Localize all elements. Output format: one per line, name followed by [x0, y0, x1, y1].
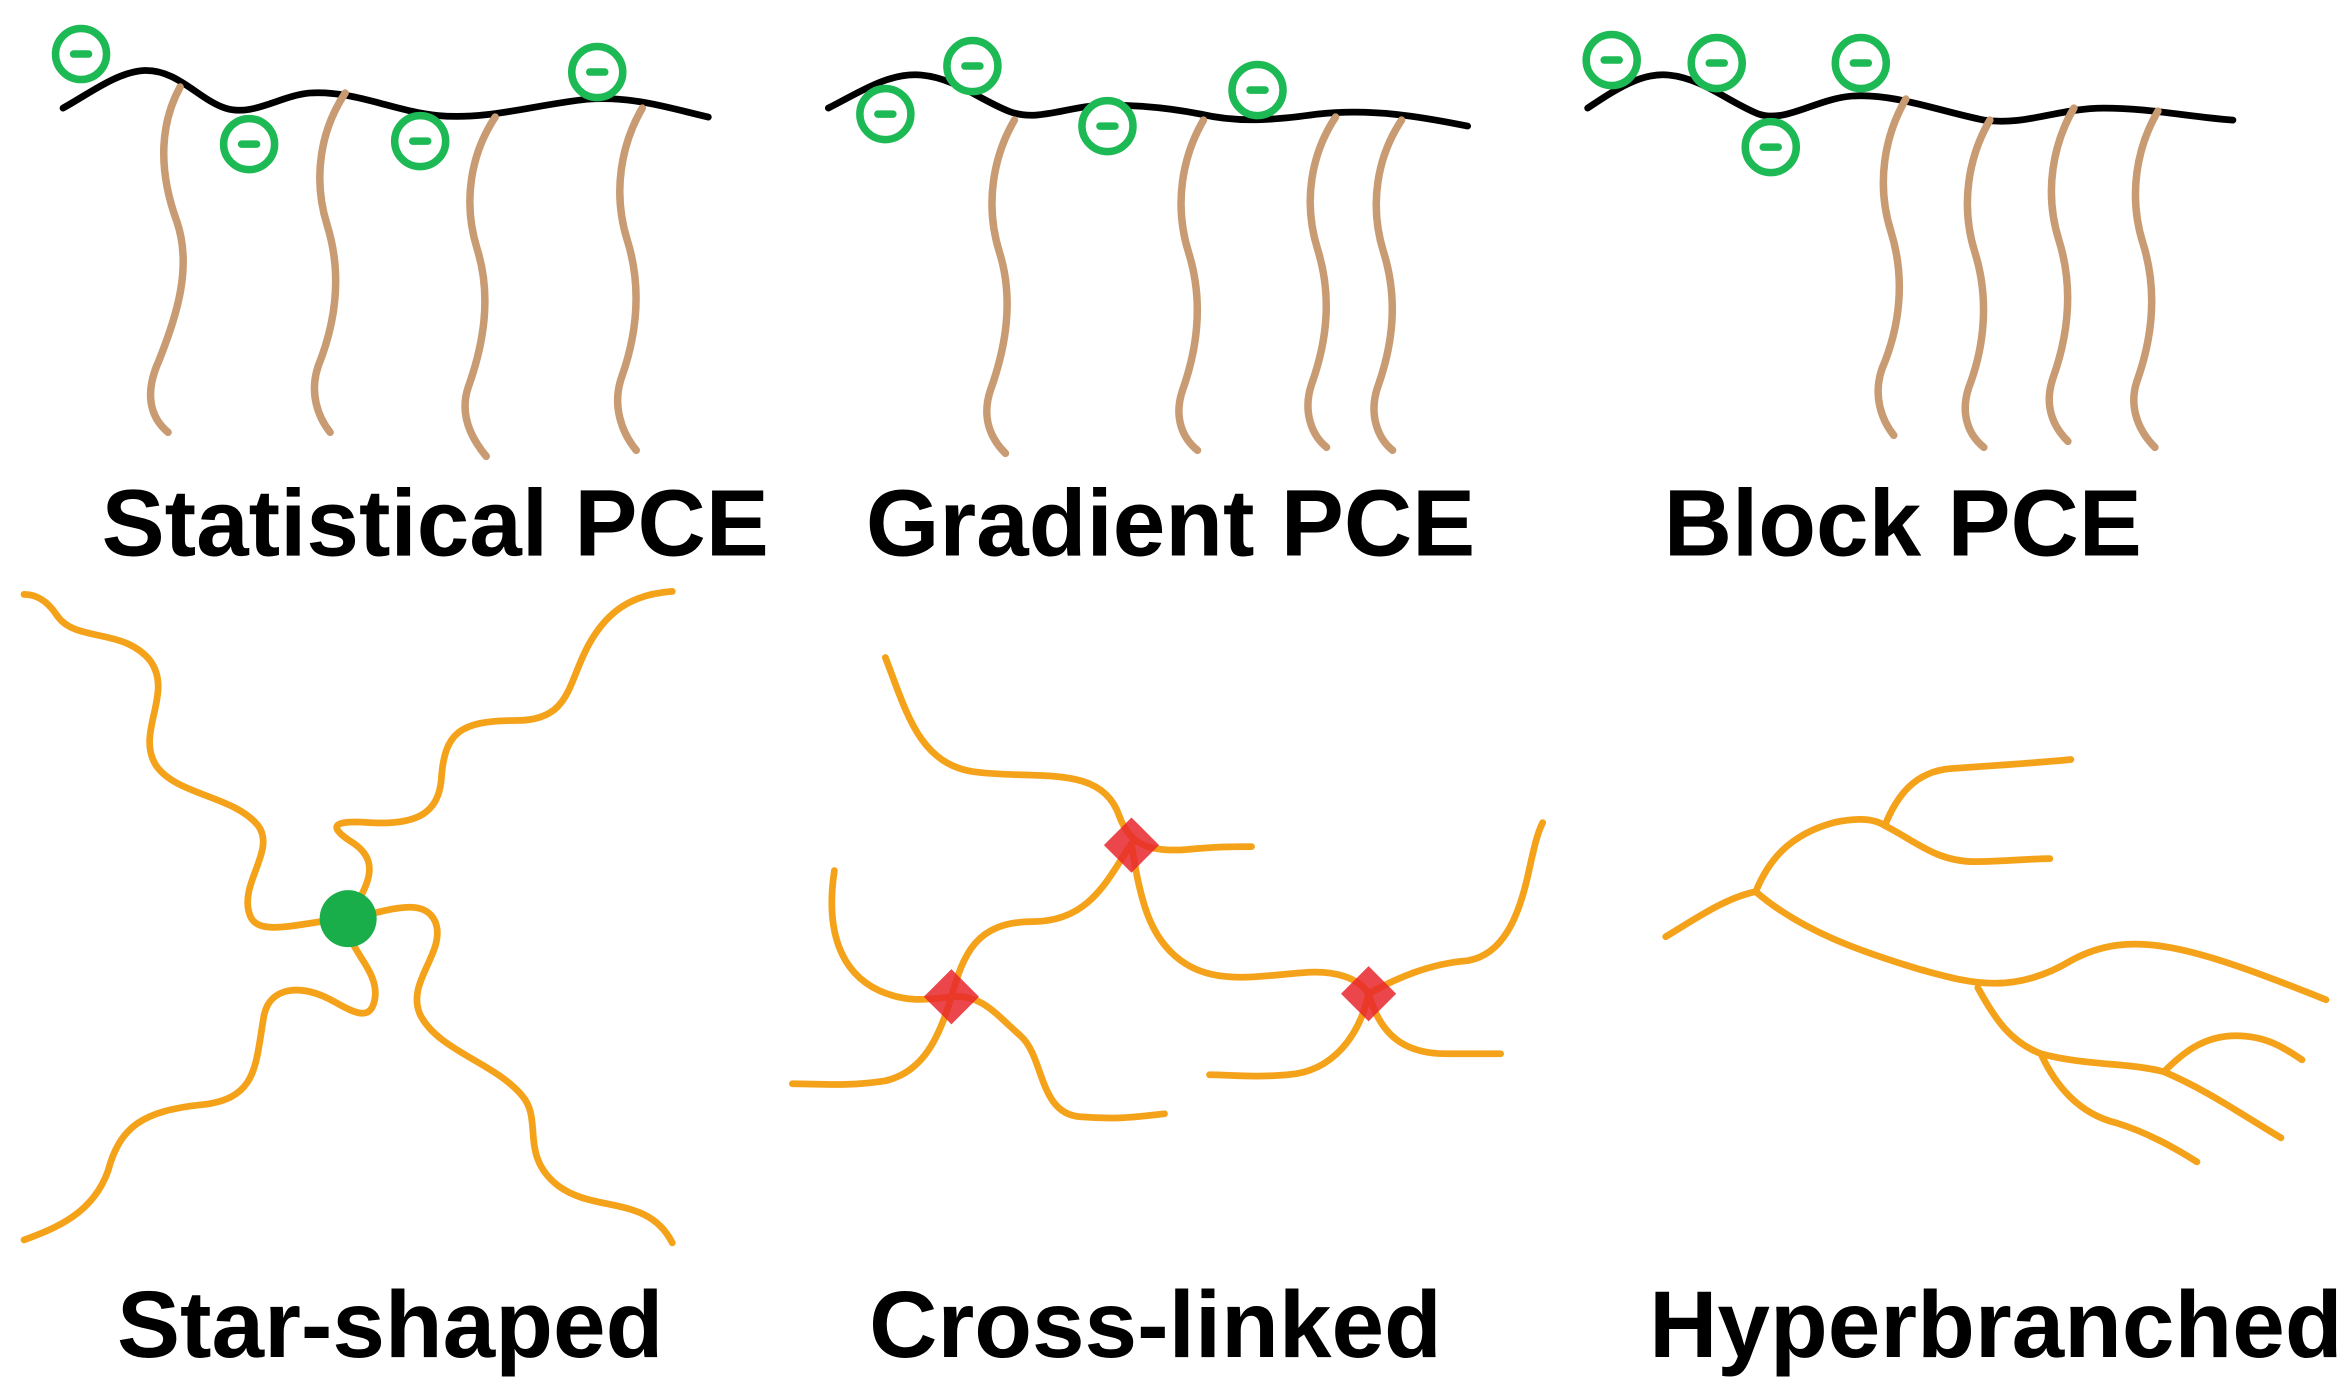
polymer-arm: [20, 915, 379, 1244]
polymer-backbone: [1584, 71, 2237, 125]
network-chains: [788, 654, 1547, 1122]
polymer-arm: [333, 588, 676, 923]
panel-hyperbranched: Hyperbranched: [1649, 756, 2341, 1378]
negative-charge-icon: [390, 111, 450, 171]
negative-charge-icon: [1582, 30, 1641, 90]
negative-charge-icon: [1741, 117, 1801, 177]
crosslink-nodes: [923, 817, 1397, 1025]
negative-charge-icon: [1687, 33, 1746, 93]
polymer-chain: [1365, 990, 1505, 1058]
crosslink-node: [1103, 817, 1160, 873]
star-core-node: [319, 890, 377, 948]
polymer-chain: [1206, 990, 1372, 1080]
panel-star-shaped: Star-shaped: [20, 588, 676, 1378]
side-chain: [310, 89, 349, 437]
negative-charge-icon: [943, 36, 1002, 96]
panel-label-statistical: Statistical PCE: [102, 470, 769, 576]
polymer-branch: [1974, 984, 2285, 1142]
anionic-charges: [51, 24, 627, 174]
polymer-branch: [1881, 822, 2054, 865]
panel-statistical-pce: Statistical PCE: [51, 24, 769, 576]
side-chain: [983, 116, 1019, 458]
polymer-branch: [1752, 815, 1889, 896]
panel-label-gradient: Gradient PCE: [866, 470, 1475, 576]
anionic-charges: [1582, 30, 1891, 177]
polymer-arm: [20, 591, 352, 931]
negative-charge-icon: [567, 42, 627, 102]
polymer-branch: [1881, 756, 2075, 829]
side-chain: [1370, 116, 1406, 455]
anionic-charges: [856, 36, 1287, 156]
panel-label-hyperbranched: Hyperbranched: [1649, 1272, 2341, 1378]
polymer-chain: [828, 867, 1168, 1122]
negative-charge-icon: [51, 24, 111, 84]
side-chain: [1961, 116, 1994, 452]
panel-label-star: Star-shaped: [117, 1272, 663, 1378]
polymer-chain: [1365, 819, 1547, 998]
side-chain: [1304, 113, 1340, 452]
panel-cross-linked: Cross-linked: [788, 654, 1547, 1378]
polymer-arm: [344, 903, 676, 1247]
side-chain: [146, 83, 187, 437]
side-chain: [1175, 116, 1208, 455]
panel-block-pce: Block PCE: [1582, 30, 2237, 576]
polymer-chain: [788, 993, 955, 1088]
side-chains: [1874, 95, 2162, 452]
side-chain: [2045, 104, 2078, 446]
polymer-chain: [1128, 840, 1372, 998]
negative-charge-icon: [219, 114, 279, 174]
polymer-branch: [2037, 1050, 2201, 1166]
polymer-branch: [2160, 1032, 2306, 1076]
side-chain: [1874, 95, 1910, 440]
negative-charge-icon: [1831, 33, 1891, 93]
panel-label-block: Block PCE: [1664, 470, 2142, 576]
polymer-chain: [882, 654, 1255, 854]
star-arms: [20, 588, 676, 1247]
branch-chains: [1662, 756, 2330, 1166]
crosslink-node: [923, 969, 979, 1025]
side-chains: [983, 113, 1406, 458]
side-chain: [461, 113, 499, 461]
panel-label-crosslinked: Cross-linked: [869, 1272, 1442, 1378]
polymer-branch: [1662, 888, 2330, 1004]
polymer-chain: [948, 840, 1135, 1001]
polymer-backbone: [824, 71, 1472, 130]
negative-charge-icon: [1228, 60, 1287, 120]
crosslink-node: [1340, 966, 1397, 1022]
negative-charge-icon: [856, 84, 915, 144]
negative-charge-icon: [1078, 96, 1137, 156]
side-chains: [146, 83, 647, 461]
side-chain: [614, 104, 647, 455]
side-chain: [2130, 107, 2162, 452]
panel-gradient-pce: Gradient PCE: [824, 36, 1475, 576]
